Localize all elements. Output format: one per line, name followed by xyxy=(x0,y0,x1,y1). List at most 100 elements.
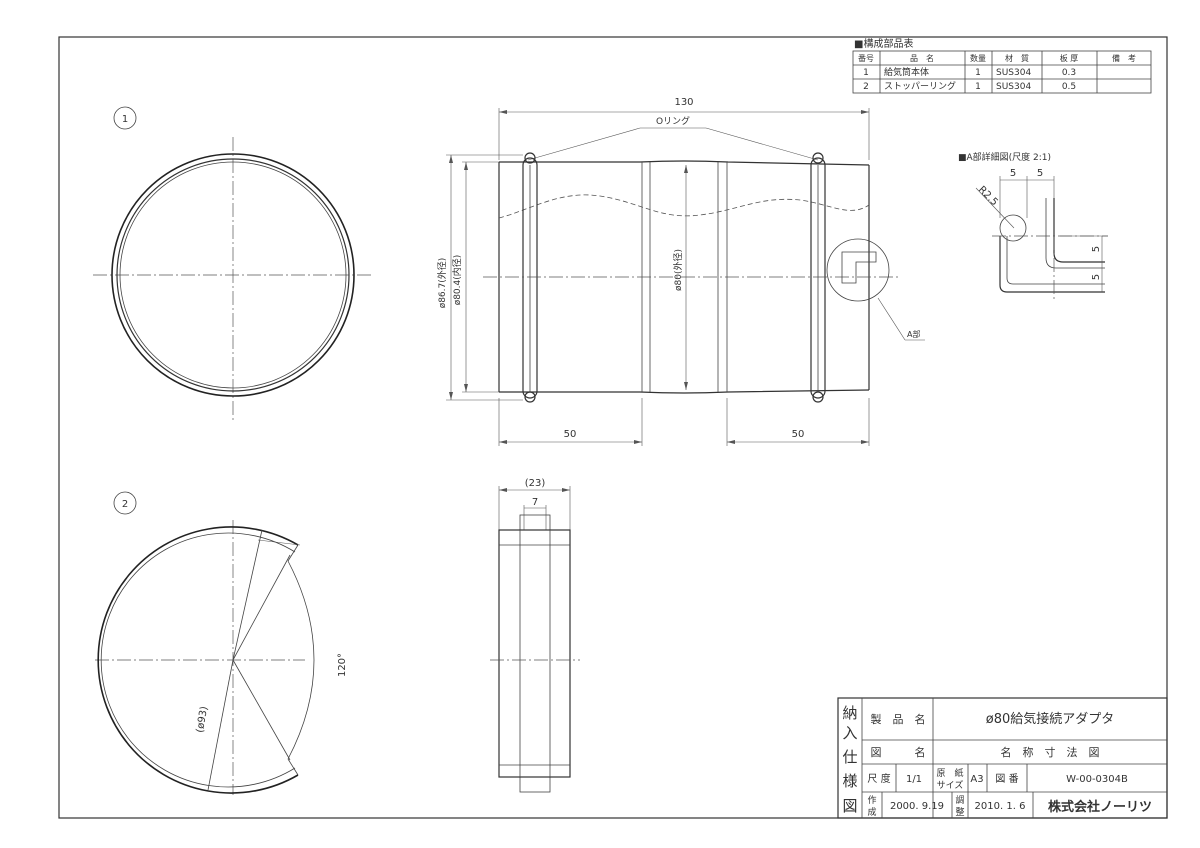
ring-inner-arc xyxy=(100,532,296,788)
oring-section-bottom xyxy=(524,391,536,403)
sheet-border xyxy=(58,36,1168,819)
detail-outer-inner-line xyxy=(1006,236,1105,285)
radius-leader xyxy=(975,187,1015,229)
detail-outer-profile xyxy=(999,236,1105,293)
parts-header-no: 番号 xyxy=(858,53,874,63)
oring-groove-right xyxy=(810,157,826,399)
arrowhead xyxy=(684,165,688,173)
detail-dim-d: 5 xyxy=(1091,274,1102,280)
detail-dim-a: 5 xyxy=(1010,168,1016,179)
detail-a-circle xyxy=(826,238,890,302)
arrowhead xyxy=(464,384,468,392)
ring-gap-edge xyxy=(287,758,299,776)
paper-label: 原 紙 xyxy=(936,767,963,779)
oring-leader xyxy=(705,127,819,161)
company-name: 株式会社ノーリツ xyxy=(1048,799,1152,815)
dim-overall-length: 130 xyxy=(674,97,693,108)
dim-inner-dia: ø80.4(内径) xyxy=(451,255,463,306)
parts-cell: SUS304 xyxy=(996,82,1031,92)
paper-size: A3 xyxy=(970,774,983,785)
detail-oring-circle xyxy=(999,214,1027,242)
parts-table: ■構成部品表 番号 品 名 数量 材 質 板 厚 備 考 1 給気筒本体 1 S… xyxy=(852,37,1152,94)
detail-a-profile xyxy=(841,251,877,284)
side-label-char: 納 xyxy=(842,704,857,722)
created-label: 作 xyxy=(867,794,876,806)
parts-header-thickness: 板 厚 xyxy=(1060,53,1079,63)
product-name: ø80給気接続アダプタ xyxy=(986,711,1115,727)
parts-cell: 給気筒本体 xyxy=(884,66,929,78)
oring-leader xyxy=(527,127,641,161)
parts-header-material: 材 質 xyxy=(1005,53,1029,63)
dim-ring-angle: 120° xyxy=(337,653,348,677)
drawing-no-label: 図 番 xyxy=(995,773,1018,785)
view-1-marker: 1 xyxy=(122,114,128,125)
angle-tick xyxy=(257,539,301,546)
parts-header-notes: 備 考 xyxy=(1112,53,1136,63)
angle-line xyxy=(232,529,263,661)
drawing-no: W-00-0304B xyxy=(1066,774,1128,785)
parts-cell: 1 xyxy=(975,82,981,92)
revised-label: 整 xyxy=(955,806,964,818)
arrowhead xyxy=(464,162,468,170)
oring-section-top xyxy=(524,152,536,164)
dim-right-length: 50 xyxy=(792,429,805,440)
arrowhead xyxy=(684,382,688,390)
oring-label: Oリング xyxy=(656,115,690,127)
ring-side-view: (23) 7 xyxy=(490,478,580,793)
parts-cell: 1 xyxy=(975,68,981,78)
dim-body-dia: ø80(外径) xyxy=(672,249,684,291)
arrowhead xyxy=(861,110,869,114)
ring-gap-curve xyxy=(287,560,315,760)
view-1-end-view: 1 xyxy=(93,106,372,420)
view-2-ring-view: 2 120° (ø93) xyxy=(95,491,348,795)
product-name-label: 製 品 名 xyxy=(871,712,926,726)
title-block: 納 入 仕 様 図 製 品 名 ø80給気接続アダプタ 図 名 名 称 寸 法 … xyxy=(837,697,1168,819)
parts-table-frame xyxy=(852,50,1152,94)
created-date: 2000. 9.19 xyxy=(890,801,944,812)
ring-side-body xyxy=(498,529,571,778)
ring-tab-top xyxy=(519,514,551,531)
oring-section-bottom xyxy=(812,391,824,403)
detail-title: ■A部詳細図(尺度 2:1) xyxy=(958,151,1051,163)
outer-circle xyxy=(111,153,355,397)
angle-line xyxy=(232,659,291,761)
parts-header-qty: 数量 xyxy=(970,53,986,63)
dim-ring-width: (23) xyxy=(525,478,546,489)
title-block-frame xyxy=(837,697,1168,819)
detail-dim-b: 5 xyxy=(1037,168,1043,179)
body-top-edge xyxy=(499,160,870,166)
arrowhead xyxy=(634,440,642,444)
parts-cell: 0.5 xyxy=(1062,82,1076,92)
side-label-char: 仕 xyxy=(842,748,857,766)
parts-cell: SUS304 xyxy=(996,68,1031,78)
side-label-char: 入 xyxy=(842,724,857,742)
arrowhead xyxy=(499,110,507,114)
dim-outer-dia: ø86.7(外径) xyxy=(436,258,448,309)
detail-a-view: ■A部詳細図(尺度 2:1) 5 5 R2.5 5 5 xyxy=(958,151,1108,300)
arrowhead xyxy=(449,392,453,400)
oring-section-top xyxy=(812,152,824,164)
parts-cell: ストッパーリング xyxy=(884,80,956,92)
ring-tab-bottom xyxy=(519,776,551,793)
hidden-line-wave xyxy=(498,194,870,219)
parts-cell: 2 xyxy=(863,82,869,92)
detail-a-leader xyxy=(877,297,906,341)
arrowhead xyxy=(449,155,453,163)
view-2-marker: 2 xyxy=(122,499,128,510)
drawing-name: 名 称 寸 法 図 xyxy=(1001,745,1100,759)
revised-date: 2010. 1. 6 xyxy=(975,801,1026,812)
arrowhead xyxy=(562,488,570,492)
side-label-char: 様 xyxy=(842,772,857,790)
scale-value: 1/1 xyxy=(906,774,922,785)
scale-label: 尺 度 xyxy=(867,772,890,785)
dim-left-length: 50 xyxy=(564,429,577,440)
arrowhead xyxy=(861,440,869,444)
dim-ring-dia: (ø93) xyxy=(195,705,210,733)
oring-groove-left xyxy=(522,157,538,399)
inner-circle xyxy=(119,161,347,389)
angle-line xyxy=(232,554,291,661)
detail-a-label: A部 xyxy=(907,329,920,339)
main-side-view: 130 Oリング ø86.7(外径) xyxy=(436,97,925,446)
arrowhead xyxy=(499,440,507,444)
